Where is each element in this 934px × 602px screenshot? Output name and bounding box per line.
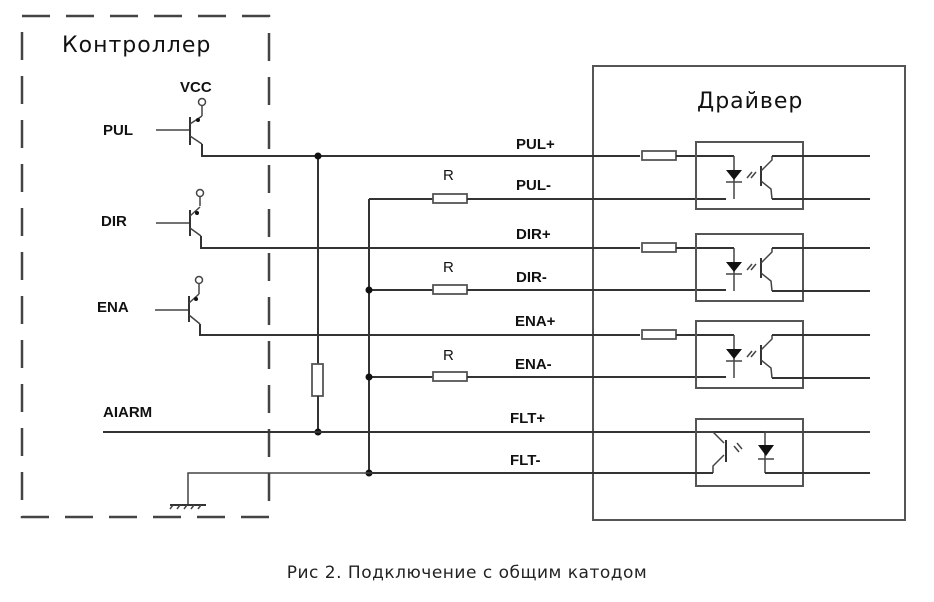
transistor-ena: ENA <box>97 275 320 336</box>
junction-dot <box>365 373 373 381</box>
led-icon <box>726 262 742 272</box>
driver-box <box>592 65 906 521</box>
driver-title: Драйвер <box>697 89 803 114</box>
phototransistor-icon <box>696 431 725 444</box>
terminal-label-flt-plus: FLT+ <box>510 410 545 427</box>
led-icon <box>726 349 742 359</box>
controller-title: Контроллер <box>62 33 211 58</box>
optocoupler-dir <box>641 233 870 302</box>
driver-resistor-icon <box>641 242 677 253</box>
signal-label-ena: ENA <box>97 299 129 316</box>
resistor-label: R <box>443 167 454 184</box>
resistor-label: R <box>443 347 454 364</box>
figure-caption: Рис 2. Подключение с общим катодом <box>286 563 648 583</box>
ground-wire <box>187 472 369 505</box>
signal-label-pul: PUL <box>103 122 133 139</box>
vcc-terminal-icon <box>195 188 205 198</box>
junction-dot <box>314 152 322 160</box>
terminal-label-pul-plus: PUL+ <box>516 136 555 153</box>
pullup-resistor-icon <box>311 363 324 397</box>
led-icon <box>726 170 742 180</box>
vcc-label: VCC <box>180 79 212 96</box>
terminal-label-ena-minus: ENA- <box>515 356 552 373</box>
driver-resistor-icon <box>641 150 677 161</box>
resistor-label: R <box>443 259 454 276</box>
alarm-label: AIARM <box>103 404 152 421</box>
resistor-icon <box>432 284 468 295</box>
junction-dot <box>365 286 373 294</box>
terminal-label-dir-plus: DIR+ <box>516 226 551 243</box>
driver-resistor-icon <box>641 329 677 340</box>
terminal-label-ena-plus: ENA+ <box>515 313 556 330</box>
optocoupler-flt <box>695 418 870 487</box>
terminal-label-pul-minus: PUL- <box>516 177 551 194</box>
terminal-label-dir-minus: DIR- <box>516 269 547 286</box>
resistor-icon <box>432 371 468 382</box>
optocoupler-ena <box>641 320 870 389</box>
transistor-dir: DIR <box>101 188 320 249</box>
vcc-terminal-icon <box>197 97 207 107</box>
signal-label-dir: DIR <box>101 213 127 230</box>
resistor-icon <box>432 193 468 204</box>
transistor-pul: PUL <box>103 97 320 157</box>
controller-box <box>20 14 271 519</box>
led-icon <box>758 445 774 456</box>
terminal-label-flt-minus: FLT- <box>510 452 541 469</box>
optocoupler-pul <box>641 141 870 210</box>
vcc-terminal-icon <box>194 275 204 285</box>
